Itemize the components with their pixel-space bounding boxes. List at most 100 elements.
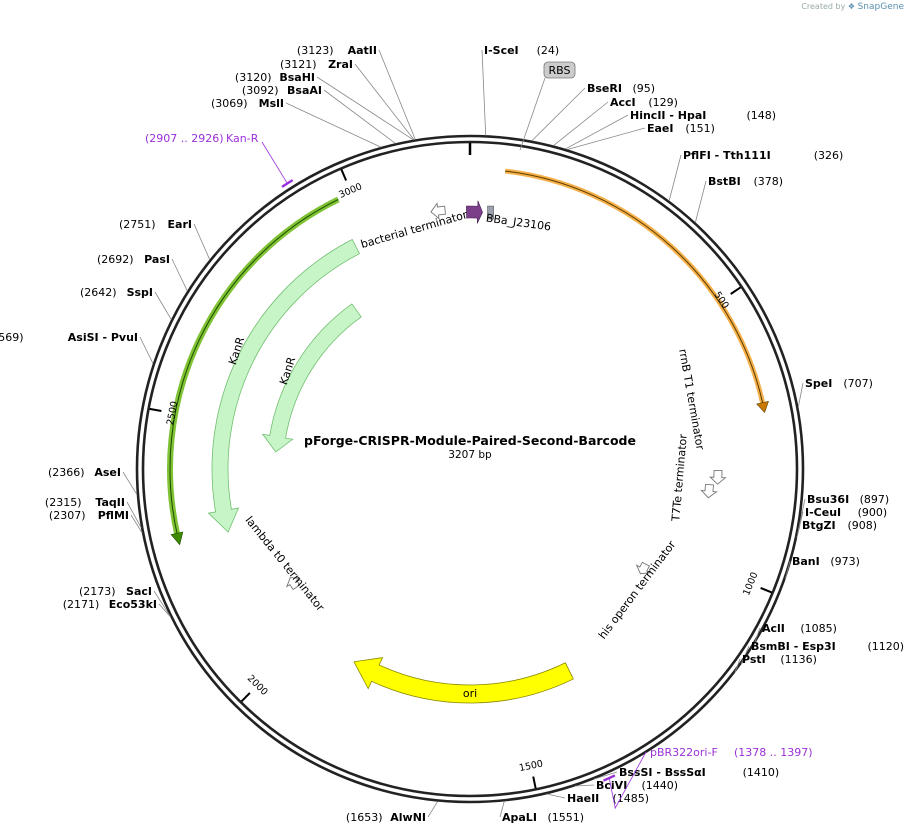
site-pflmi[interactable]: PflMI(2307) <box>49 509 143 534</box>
kanr-inner-arrow[interactable] <box>261 303 362 453</box>
site-pasi[interactable]: PasI(2692) <box>97 253 188 292</box>
site-position: (2307) <box>49 509 86 522</box>
site-name: MslI <box>259 97 284 110</box>
site-bsssi[interactable]: BssSI - BssSαI(1410) <box>593 766 780 780</box>
site-position: (1136) <box>780 653 817 666</box>
site-position: (2642) <box>80 286 117 299</box>
site-leader-line <box>316 76 414 141</box>
tick-mark-500 <box>730 286 742 295</box>
site-name: Eco53kI <box>109 598 157 611</box>
site-leader-line <box>734 658 741 673</box>
site-leader-line <box>694 180 707 223</box>
site-msli[interactable]: MslI(3069) <box>211 97 381 148</box>
plasmid-name: pForge-CRISPR-Module-Paired-Second-Barco… <box>304 433 636 448</box>
site-i-ceui[interactable]: I-CeuI(900) <box>797 506 887 533</box>
t7te-terminator-arrow[interactable] <box>700 483 718 499</box>
primer-pbr322ori-f[interactable]: pBR322ori-F(1378 .. 1397) <box>602 746 813 810</box>
site-leader-line <box>171 258 188 292</box>
credit-prefix: Created by <box>801 2 846 11</box>
site-apali[interactable]: ApaLI (1551) <box>499 801 585 824</box>
site-leader-line <box>797 382 804 408</box>
site-leader-line <box>740 645 750 665</box>
site-leader-line <box>354 63 415 140</box>
site-leader-line <box>531 87 586 142</box>
bacterial-terminator-arrow[interactable] <box>430 202 446 220</box>
site-eaei[interactable]: EaeI (151) <box>567 122 715 150</box>
bba-j23106-promoter-arrow[interactable] <box>466 200 483 224</box>
site-acci[interactable]: AccI(129) <box>553 96 678 146</box>
site-haeii[interactable]: HaeII(1485) <box>546 792 649 805</box>
primer-kan-r[interactable]: (2907 .. 2926)Kan-R <box>145 132 294 188</box>
site-name: AccI <box>610 96 636 109</box>
rrnb-t1-terminator-arrow[interactable] <box>709 470 727 485</box>
site-position: (2315) <box>45 496 82 509</box>
site-bstbi[interactable]: BstBI(378) <box>694 175 783 223</box>
kanr-outer-arrow[interactable] <box>207 238 361 533</box>
snapgene-logo-icon: ❖ <box>847 2 856 11</box>
site-leader-line <box>285 102 381 148</box>
site-psti[interactable]: PstI (1136) <box>734 653 817 673</box>
site-bsu36i[interactable]: Bsu36I (897) <box>797 493 890 532</box>
site-eari[interactable]: EarI(2751) <box>119 218 211 260</box>
site-name: BciVI <box>596 779 627 792</box>
site-position: (3120) <box>235 71 272 84</box>
site-leader-line <box>122 471 138 495</box>
site-position: (897) <box>860 493 890 506</box>
plasmid-length: 3207 bp <box>448 449 492 461</box>
orange-feature-arc[interactable] <box>504 168 766 405</box>
site-pflfi[interactable]: PflFI - Tth111I(326) <box>668 149 843 201</box>
site-bsaai[interactable]: BsaAI(3092) <box>242 84 396 144</box>
site-hincii[interactable]: HincII - HpaI(148) <box>565 109 776 150</box>
ori-arrow[interactable] <box>353 657 574 704</box>
site-name: HaeII <box>567 792 599 805</box>
rbs-marker[interactable] <box>487 205 494 220</box>
site-asei[interactable]: AseI(2366) <box>48 466 138 495</box>
site-name: HincII - HpaI <box>630 109 706 122</box>
site-aatii[interactable]: AatII(3123) <box>297 44 416 140</box>
primer-name: Kan-R <box>226 132 259 145</box>
lambda-t0-terminator-arrow[interactable] <box>285 577 302 591</box>
site-bseri[interactable]: BseRI(95) <box>531 82 655 142</box>
site-position: (1120) <box>868 640 905 653</box>
site-name: BsmBI - Esp3I <box>751 640 836 653</box>
site-spei[interactable]: SpeI(707) <box>797 377 873 408</box>
site-name: Bsu36I <box>807 493 849 506</box>
tick-mark-1500 <box>532 776 537 789</box>
site-bcivi[interactable]: BciVI(1440) <box>575 779 678 792</box>
his-operon-terminator-arrow[interactable] <box>635 561 652 575</box>
site-position: (1551) <box>548 811 585 824</box>
site-name: BseRI <box>587 82 622 95</box>
site-eco53ki[interactable]: Eco53kI(2171) <box>63 598 171 618</box>
site-asisi[interactable]: AsiSI - PvuI(2569) <box>0 331 154 364</box>
site-name: PstI <box>742 653 766 666</box>
rbs-label: RBS <box>549 64 571 77</box>
rbs-label-box[interactable]: RBS <box>519 61 576 151</box>
site-i-scei[interactable]: I-SceI(24) <box>481 44 560 136</box>
site-name: EaeI <box>647 122 674 135</box>
site-btgzi[interactable]: BtgZI(908) <box>796 519 877 539</box>
site-position: (973) <box>830 555 860 568</box>
site-name: ApaLI <box>502 811 537 824</box>
site-sspi[interactable]: SspI(2642) <box>80 286 172 320</box>
bacterial-terminator-label: bacterial terminator <box>359 208 469 251</box>
orange-feature-arrowhead <box>756 400 769 414</box>
site-name: PasI <box>144 253 170 266</box>
site-position: (151) <box>685 122 715 135</box>
site-leader-line <box>481 49 487 136</box>
primers: (2907 .. 2926)Kan-R pBR322ori-F(1378 .. 1… <box>145 132 813 810</box>
site-zrai[interactable]: ZraI(3121) <box>280 58 415 140</box>
site-saci[interactable]: SacI(2173) <box>79 585 171 617</box>
site-taqii[interactable]: TaqII(2315) <box>45 496 142 528</box>
site-acli[interactable]: AclI(1085) <box>753 622 837 646</box>
site-leader-line <box>139 336 154 364</box>
site-name: BsaHI <box>279 71 315 84</box>
site-bani[interactable]: BanI(973) <box>784 555 860 580</box>
site-alwni[interactable]: AlwNI(1653) <box>346 801 438 824</box>
site-position: (24) <box>537 44 560 57</box>
site-leader-line <box>158 603 171 618</box>
site-bsahi[interactable]: BsaHI (3120) <box>235 71 414 141</box>
site-bsmbi[interactable]: BsmBI - Esp3I (1120) <box>740 640 905 665</box>
site-name: BtgZI <box>802 519 836 532</box>
site-leader-line <box>193 223 211 260</box>
rbs-leader-line <box>519 77 546 151</box>
